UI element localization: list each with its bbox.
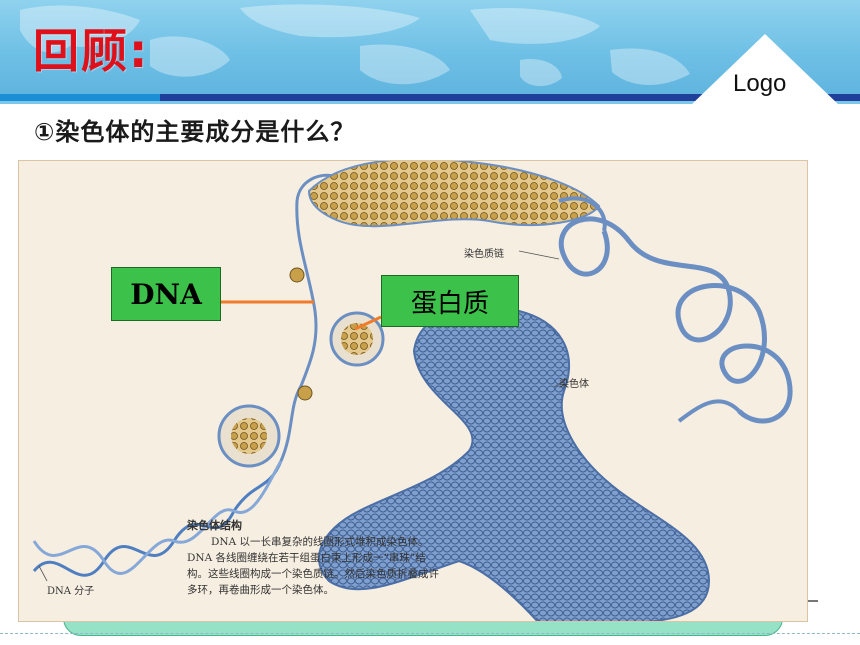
question-text: ①染色体的主要成分是什么？: [34, 118, 356, 146]
logo-text: Logo: [733, 70, 787, 97]
caption-line: 多环，再卷曲形成一个染色体。: [187, 584, 334, 596]
header-divider-light: [0, 101, 860, 104]
logo-triangle: [690, 34, 840, 106]
figure-caption: 染色体结构 DNA 以一长串复杂的线圈形式堆积成染色体。 DNA 各线圈缠绕在若…: [187, 518, 637, 598]
chromosome-shape: [318, 306, 711, 621]
protein-label: 蛋白质: [381, 275, 519, 327]
nucleosome-string: [279, 173, 340, 462]
caption-line: DNA 以一长串复杂的线圈形式堆积成染色体。: [211, 536, 429, 548]
slide-title: 回顾:: [33, 24, 150, 78]
dna-molecule-label: DNA 分子: [47, 586, 95, 597]
header-divider-accent: [0, 94, 160, 101]
protein-pointer-line: [354, 315, 382, 331]
world-map-decoration: [20, 4, 690, 87]
caption-line: DNA 各线圈缠绕在若干组蛋白束上形成一“串珠”结: [187, 552, 426, 564]
caption-line: 构。这些线圈构成一个染色质链。然后染色质折叠成许: [187, 568, 439, 580]
caption-title: 染色体结构: [187, 519, 242, 532]
dna-label: DNA: [111, 267, 221, 321]
chromosome-label: 染色体: [559, 379, 589, 390]
header-band: 回顾:: [0, 0, 860, 96]
chromatin-fiber: [307, 161, 607, 232]
chromatin-chain-label: 染色质链: [464, 249, 504, 260]
dna-double-helix: [32, 460, 283, 577]
chromosome-structure-figure: DNA 蛋白质 染色质链 染色体 DNA 分子 染色体结构 DNA 以一长串复杂…: [18, 160, 808, 622]
chromosome-illustration: [32, 161, 793, 621]
footer-tick: [808, 600, 818, 602]
header-divider-bar: [0, 94, 860, 101]
footer-dashed-line: [0, 633, 860, 634]
chromatin-loops: [559, 216, 793, 424]
